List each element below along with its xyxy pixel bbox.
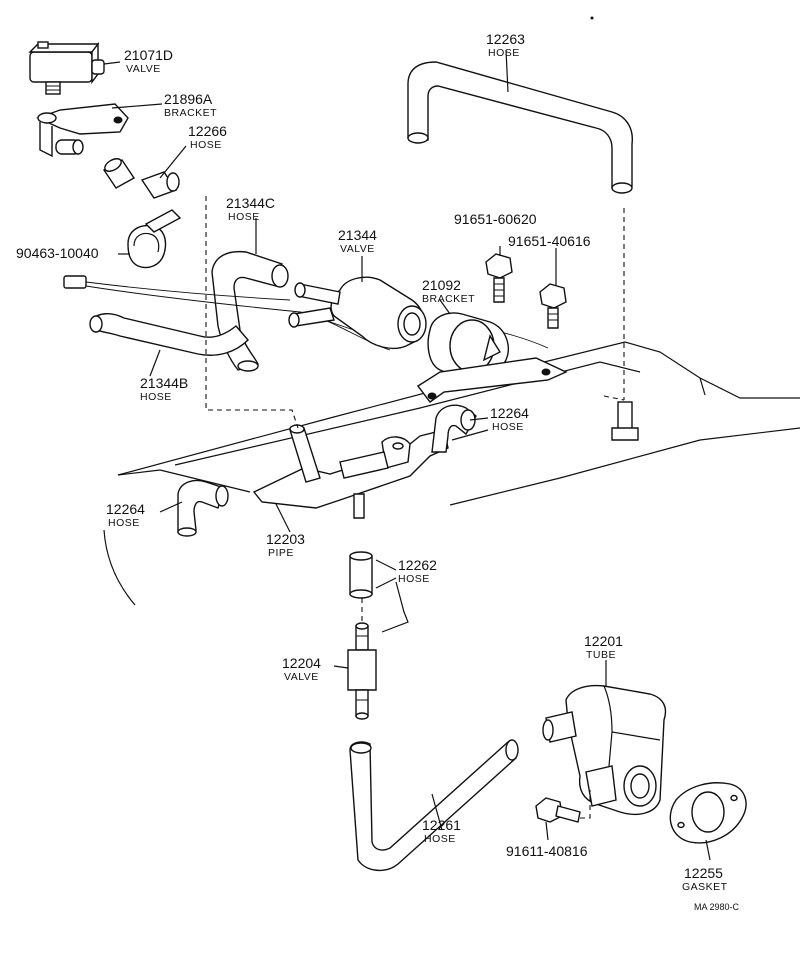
label-12255: 12255 GASKET xyxy=(682,865,728,893)
part-number: 21071D xyxy=(124,47,173,63)
print-speck xyxy=(590,16,594,20)
part-name: HOSE xyxy=(140,391,172,403)
label-12264-upper: 12264 HOSE xyxy=(490,405,529,433)
label-90463-10040: 90463-10040 xyxy=(16,245,99,261)
part-name: BRACKET xyxy=(422,293,475,305)
hose-12263 xyxy=(407,61,633,194)
part-number: 12264 xyxy=(106,501,145,517)
part-name: HOSE xyxy=(488,47,520,59)
part-number: 12255 xyxy=(684,865,723,881)
bracket-21896a xyxy=(36,103,129,158)
label-21344: 21344 VALVE xyxy=(338,227,377,255)
vsv-valve-21071d xyxy=(28,41,105,95)
part-name: TUBE xyxy=(586,649,616,661)
part-name: HOSE xyxy=(108,517,140,529)
part-number: 21896A xyxy=(164,91,213,107)
part-number: 91651-60620 xyxy=(454,211,537,227)
part-name: VALVE xyxy=(340,243,375,255)
label-12201: 12201 TUBE xyxy=(584,633,623,661)
part-name: VALVE xyxy=(126,63,161,75)
part-name: HOSE xyxy=(398,573,430,585)
part-number: 21344B xyxy=(140,375,188,391)
hose-12262 xyxy=(349,551,373,599)
part-name: BRACKET xyxy=(164,107,217,119)
part-number: 12261 xyxy=(422,817,461,833)
label-12263: 12263 HOSE xyxy=(486,31,525,59)
assembly-lines xyxy=(205,196,625,819)
part-name: HOSE xyxy=(492,421,524,433)
part-number: 12266 xyxy=(188,123,227,139)
label-21344b: 21344B HOSE xyxy=(140,375,188,403)
part-number: 12201 xyxy=(584,633,623,649)
label-91651-60620: 91651-60620 xyxy=(454,211,537,227)
wire-harness xyxy=(63,275,549,351)
part-name: GASKET xyxy=(682,881,728,893)
stud xyxy=(611,401,639,441)
part-number: 21344C xyxy=(226,195,275,211)
bolt-91611-40816 xyxy=(535,797,581,823)
part-name: VALVE xyxy=(284,671,319,683)
hose-21344b xyxy=(89,313,249,356)
leader-lines xyxy=(103,49,711,861)
label-91611-40816: 91611-40816 xyxy=(506,843,588,859)
tube-12201 xyxy=(542,684,667,816)
label-12264-left: 12264 HOSE xyxy=(106,501,145,529)
bolt-91651-60620 xyxy=(485,253,513,303)
label-21071d: 21071D VALVE xyxy=(124,47,173,75)
label-91651-40616: 91651-40616 xyxy=(508,233,591,249)
bolt-91651-40616 xyxy=(539,283,567,329)
part-number: 12204 xyxy=(282,655,321,671)
label-21092: 21092 BRACKET xyxy=(422,277,475,305)
part-number: 12203 xyxy=(266,531,305,547)
hose-12264-upper xyxy=(431,404,477,453)
part-number: 12264 xyxy=(490,405,529,421)
hose-clamp-90463 xyxy=(127,209,182,269)
label-12204: 12204 VALVE xyxy=(282,655,321,683)
check-valve-12204 xyxy=(347,622,377,720)
hose-12261 xyxy=(349,739,519,871)
part-number: 91611-40816 xyxy=(506,843,588,859)
part-number: 21092 xyxy=(422,277,461,293)
part-number: 21344 xyxy=(338,227,377,243)
hose-12266 xyxy=(102,158,180,199)
part-name: HOSE xyxy=(190,139,222,151)
part-number: 12263 xyxy=(486,31,525,47)
label-12262: 12262 HOSE xyxy=(398,557,437,585)
label-12261: 12261 HOSE xyxy=(422,817,461,845)
part-name: HOSE xyxy=(228,211,260,223)
bracket-21092 xyxy=(416,312,568,403)
part-name: HOSE xyxy=(424,833,456,845)
part-number: 12262 xyxy=(398,557,437,573)
hose-12264-left xyxy=(177,479,229,537)
pipe-12203 xyxy=(252,424,449,519)
part-number: 90463-10040 xyxy=(16,245,99,261)
drawing-code: MA 2980-C xyxy=(694,902,740,912)
label-12203: 12203 PIPE xyxy=(266,531,305,559)
part-number: 91651-40616 xyxy=(508,233,591,249)
label-21344c: 21344C HOSE xyxy=(226,195,275,223)
label-21896a: 21896A BRACKET xyxy=(164,91,217,119)
part-name: PIPE xyxy=(268,547,294,559)
gasket-12255 xyxy=(669,782,747,844)
valve-21344 xyxy=(288,276,427,350)
label-12266: 12266 HOSE xyxy=(188,123,227,151)
